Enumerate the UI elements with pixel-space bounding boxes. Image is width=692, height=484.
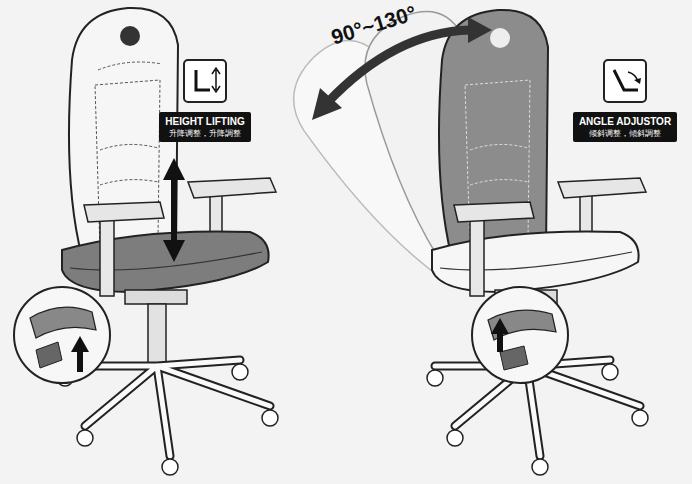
feature-subtitle: 升降调整，升降調整 [165,129,244,139]
armrest-pad [188,178,276,198]
right-chair [269,0,648,475]
stitching [470,144,528,185]
armrest-post [470,218,484,296]
lever-inset [14,287,110,383]
seat-edge [440,252,632,270]
label-plate: ANGLE ADJUSTOR倾斜调整，傾斜調整 [573,112,677,142]
mechanism [125,290,187,304]
gas-cylinder [148,304,166,364]
height-arrow [163,158,185,262]
logo [490,28,510,48]
armrest-pad [558,178,646,198]
feature-title: ANGLE ADJUSTOR [579,116,671,128]
height-icon [184,60,226,102]
lever-inset [472,287,568,383]
stitching [98,62,162,70]
armrest-post [100,218,114,296]
angle-icon [604,60,646,102]
armrest-pad [454,202,534,222]
stitching [100,144,158,185]
armrest-pad [84,202,164,222]
base [57,360,278,475]
angle-range: 90°~130° [328,1,419,50]
feature-title: HEIGHT LIFTING [165,116,244,128]
feature-subtitle: 倾斜调整，傾斜調整 [579,129,671,139]
backrest [439,10,548,270]
logo [120,26,140,46]
seat [432,231,639,292]
seat [62,231,269,292]
seat-edge [70,252,262,270]
label-plate: HEIGHT LIFTING升降调整，升降調整 [159,112,250,142]
left-chair [14,8,278,475]
